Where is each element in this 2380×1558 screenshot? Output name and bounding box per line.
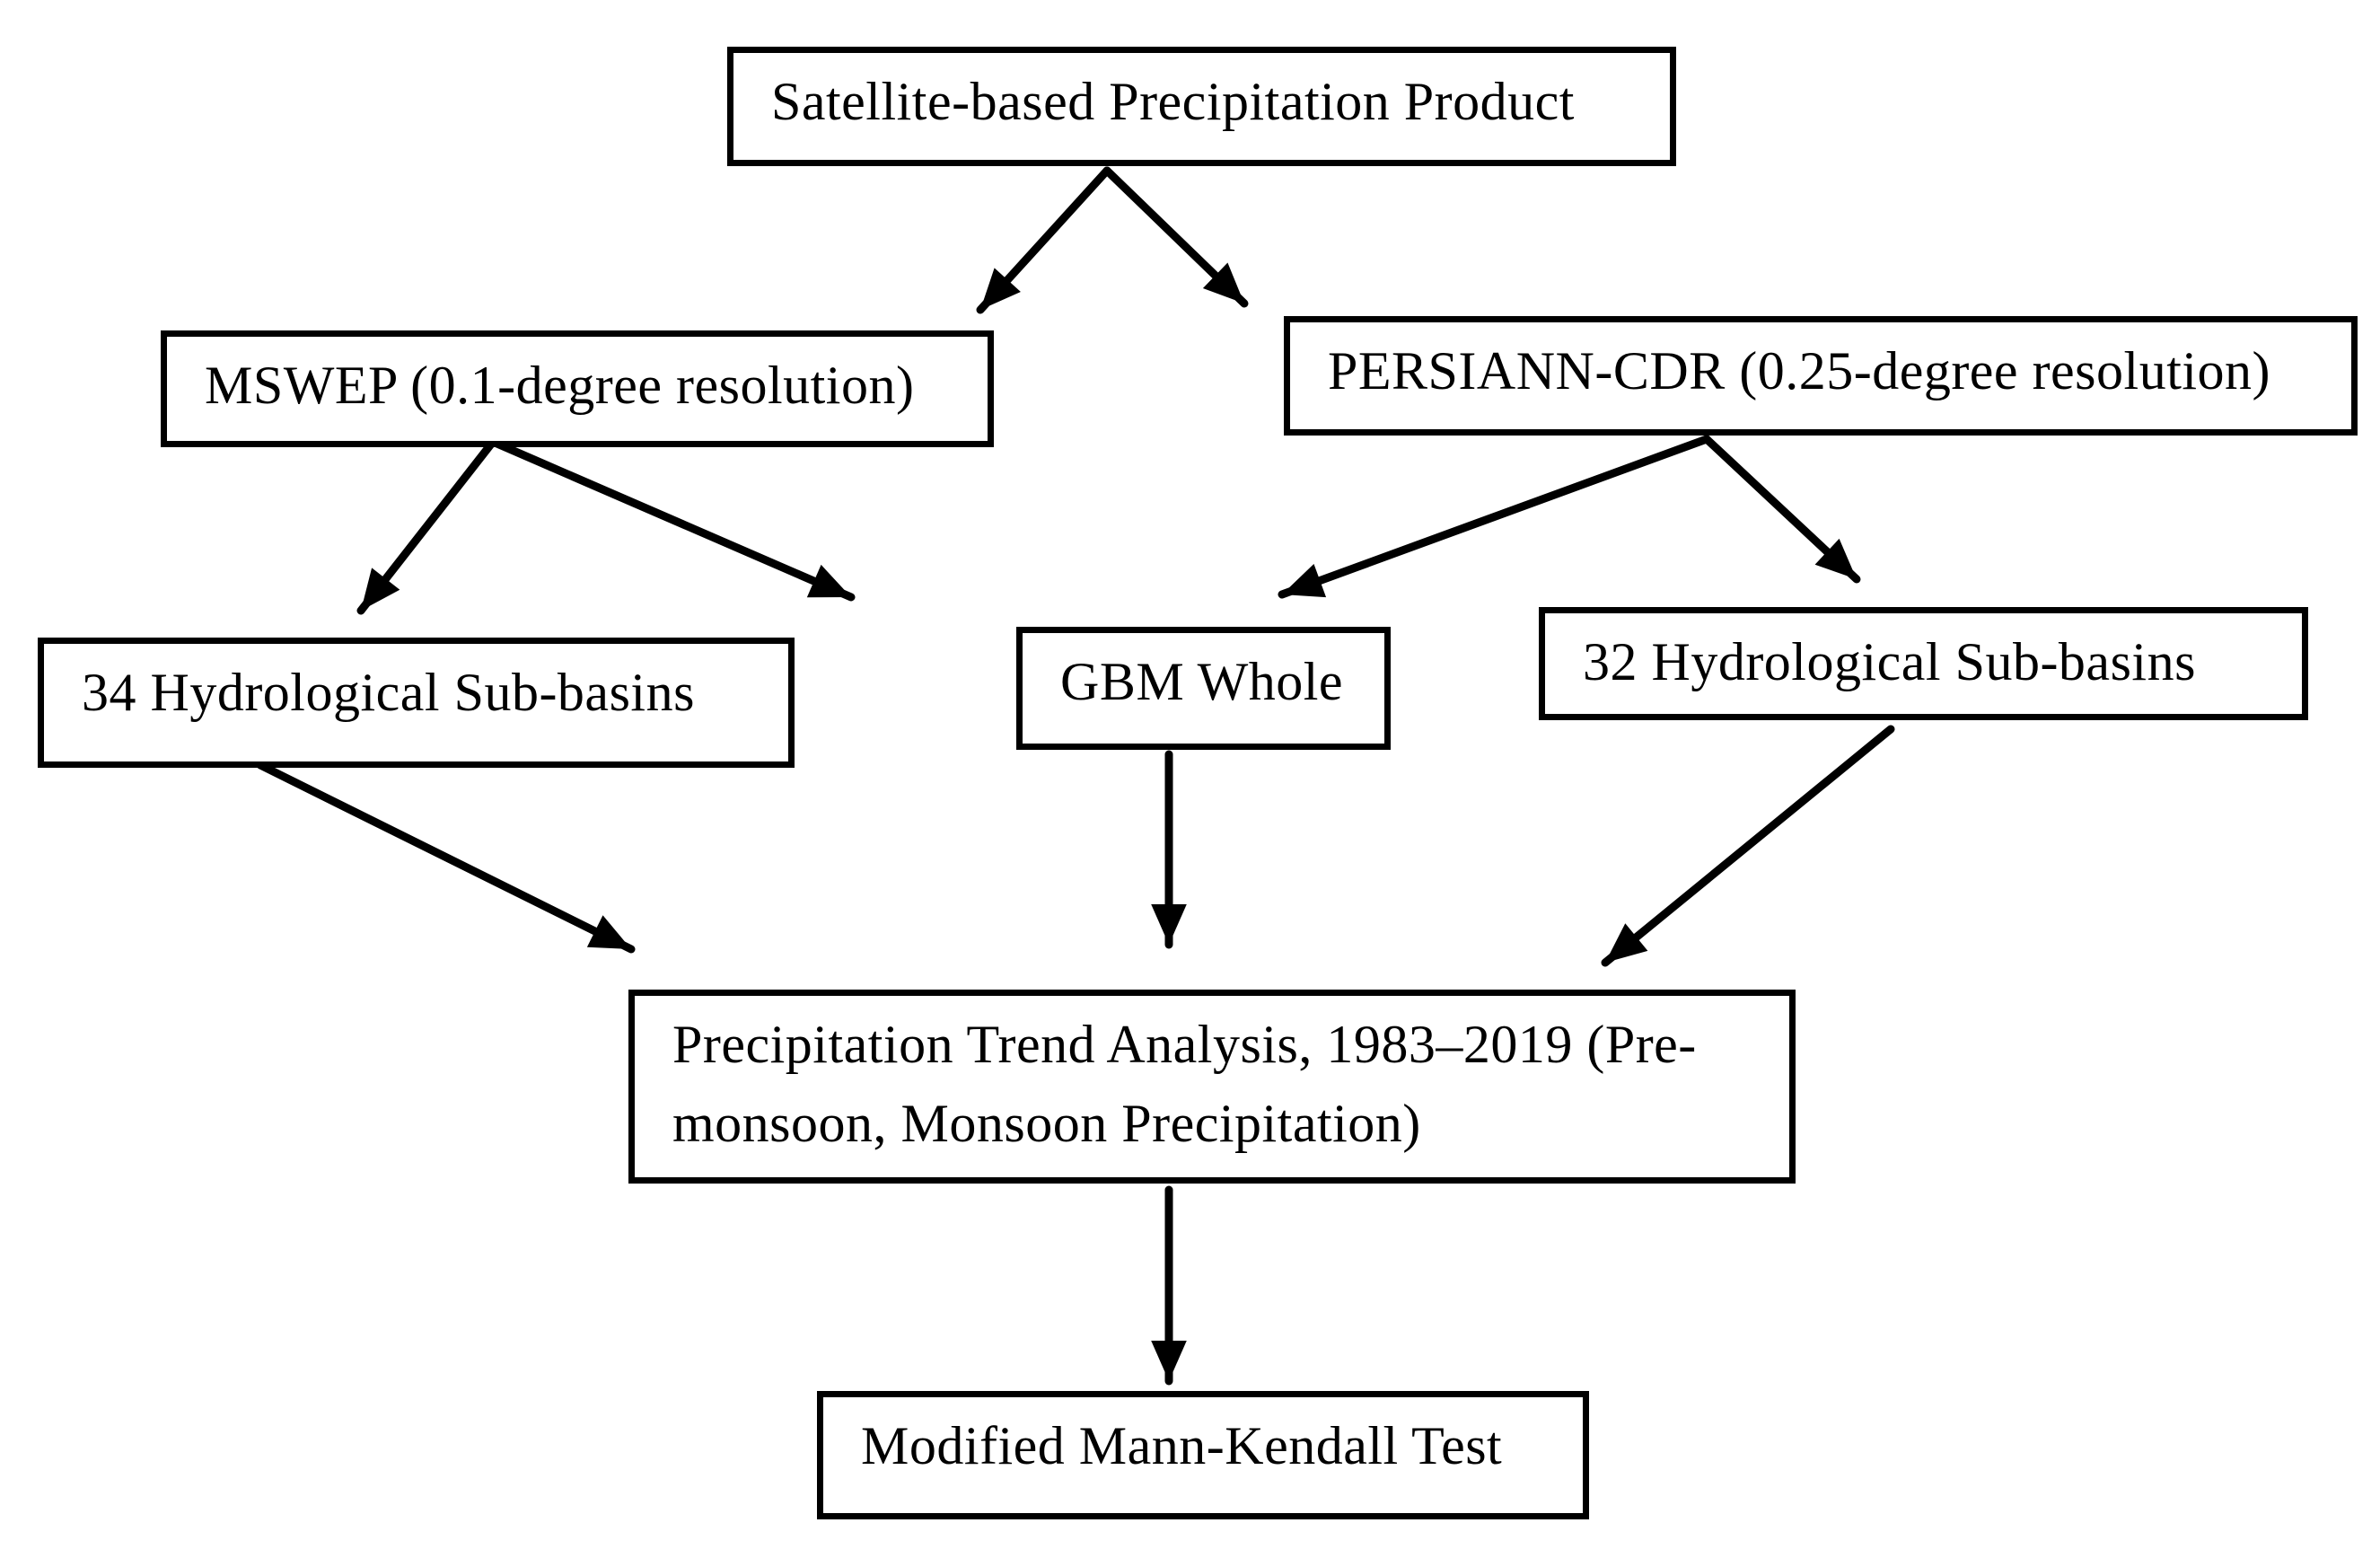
flow-node-label: Satellite-based Precipitation Product xyxy=(771,72,1575,131)
flow-node-label: GBM Whole xyxy=(1060,652,1344,711)
flow-node-label: MSWEP (0.1-degree resolution) xyxy=(205,356,915,415)
flow-node-mswep: MSWEP (0.1-degree resolution) xyxy=(161,330,994,447)
flow-node-gbm-whole: GBM Whole xyxy=(1016,627,1391,750)
arrow-32basins-to-trend xyxy=(1601,725,1895,967)
flow-node-label: Precipitation Trend Analysis, 1983–2019 … xyxy=(672,1015,1697,1074)
flow-node-label: 32 Hydrological Sub-basins xyxy=(1583,632,2196,691)
flow-node-mmk-test: Modified Mann-Kendall Test xyxy=(817,1391,1589,1519)
arrow-persiann-to-32basins xyxy=(1702,435,1861,584)
arrow-mswep-to-gbm xyxy=(488,437,856,602)
flow-node-label: 34 Hydrological Sub-basins xyxy=(82,663,695,722)
flow-node-sub-basins-32: 32 Hydrological Sub-basins xyxy=(1539,607,2308,720)
flow-node-persiann-cdr: PERSIANN-CDR (0.25-degree resolution) xyxy=(1284,316,2358,436)
flow-node-label: PERSIANN-CDR (0.25-degree resolution) xyxy=(1328,341,2271,401)
arrow-satellite-to-mswep xyxy=(976,166,1111,314)
flow-node-label: monsoon, Monsoon Precipitation) xyxy=(672,1094,1421,1153)
arrow-satellite-to-persiann xyxy=(1102,166,1249,308)
arrow-34basins-to-trend xyxy=(256,761,636,954)
flow-node-satellite-product: Satellite-based Precipitation Product xyxy=(727,47,1676,166)
flow-node-label: Modified Mann-Kendall Test xyxy=(861,1416,1503,1475)
arrow-persiann-to-gbm xyxy=(1278,435,1711,599)
flow-node-sub-basins-34: 34 Hydrological Sub-basins xyxy=(38,638,795,768)
flow-node-trend-analysis: Precipitation Trend Analysis, 1983–2019 … xyxy=(628,990,1796,1184)
arrow-mswep-to-34basins xyxy=(356,437,497,615)
